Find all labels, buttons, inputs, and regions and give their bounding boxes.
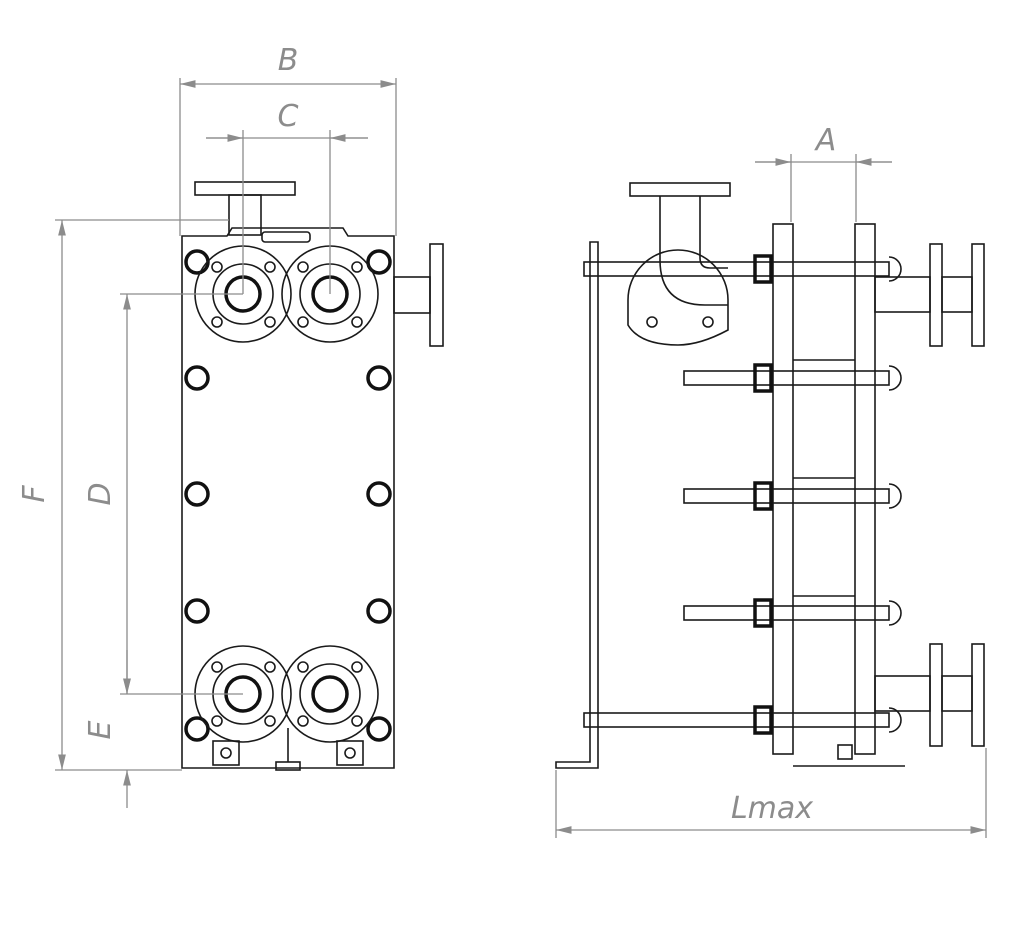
dimension-label-c: C — [278, 99, 299, 134]
side-right-pipes — [874, 243, 985, 747]
front-side-pipe — [393, 243, 444, 347]
dimension-lmax: Lmax — [555, 748, 987, 838]
dimension-f: F — [17, 219, 229, 771]
dimension-label-d: D — [83, 482, 118, 505]
front-top-pipe — [194, 181, 296, 236]
side-elbow-pipe — [627, 182, 731, 346]
front-view — [181, 181, 444, 771]
front-ports — [194, 245, 379, 743]
front-feet — [212, 728, 364, 771]
dimension-label-f: F — [17, 485, 52, 503]
dimension-c: C — [206, 99, 368, 294]
front-plate — [181, 227, 395, 769]
side-tie-rods — [583, 254, 902, 735]
side-bottom-rail — [793, 744, 905, 767]
side-view — [555, 182, 985, 769]
dimension-a: A — [755, 123, 892, 222]
front-bolts — [184, 249, 392, 742]
dimensions: B C A F — [17, 43, 987, 838]
side-fixed-plate — [555, 241, 599, 769]
dimension-label-lmax: Lmax — [731, 791, 813, 826]
dimension-label-e: E — [83, 720, 118, 739]
dimension-b: B — [179, 43, 397, 236]
dimension-label-a: A — [814, 123, 837, 158]
dimension-e: E — [83, 650, 131, 808]
dimension-label-b: B — [278, 43, 299, 78]
dimension-d: D — [83, 293, 243, 695]
